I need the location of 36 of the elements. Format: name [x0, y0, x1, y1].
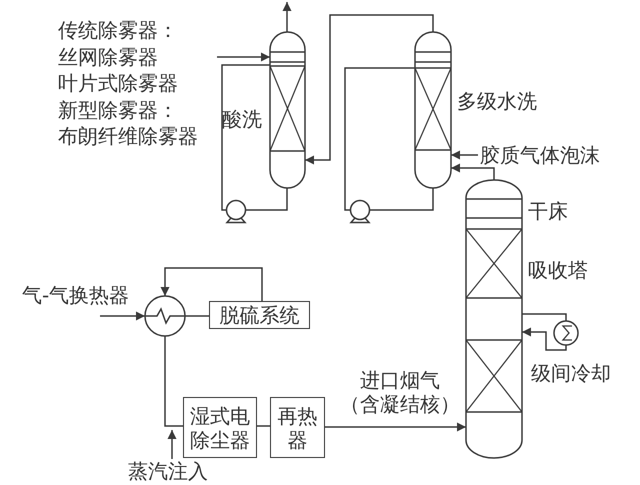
connector-arrow [100, 312, 145, 320]
cooler-label: 级间冷却 [531, 362, 611, 384]
connector-arrow [305, 14, 434, 164]
pump-symbol [226, 200, 246, 223]
connector-arrow [451, 150, 478, 160]
column-label: 吸收塔 [528, 259, 588, 281]
exchanger-label: 气-气换热器 [22, 284, 130, 306]
connector-arrow [217, 52, 270, 62]
process-box: 脱硫系统 [209, 301, 310, 329]
note-text: 新型除雾器： [58, 98, 178, 122]
stream-label: 胶质气体泡沫 [480, 143, 612, 167]
note-text: 传统除雾器： [58, 18, 178, 42]
pipe-line [370, 188, 434, 211]
connector-arrow [282, 2, 292, 32]
connector-arrow [325, 422, 466, 432]
connector-arrow [522, 328, 567, 351]
connector-arrow [451, 164, 495, 180]
pipe-line [246, 188, 288, 211]
column-label: 酸洗 [222, 108, 262, 130]
pipe-line [344, 67, 415, 211]
process-box: 湿式电除尘器 [183, 397, 257, 458]
pipe-line [257, 425, 270, 427]
section-label: 干床 [528, 200, 568, 222]
column-label: 多级水洗 [457, 90, 537, 112]
connector-arrow [160, 267, 263, 301]
pipe-line [221, 64, 270, 211]
note-text: 丝网除雾器 [58, 44, 158, 68]
connector-arrow [168, 430, 176, 459]
note-text: 叶片式除雾器 [58, 71, 178, 95]
pipe-line [522, 313, 567, 321]
note-text: 布朗纤维除雾器 [58, 124, 198, 148]
stream-label: 蒸汽注入 [128, 459, 216, 483]
pipe-line [185, 315, 209, 317]
process-box: 再热器 [270, 397, 325, 458]
pump-symbol [350, 200, 370, 223]
pipe-line [164, 336, 183, 427]
